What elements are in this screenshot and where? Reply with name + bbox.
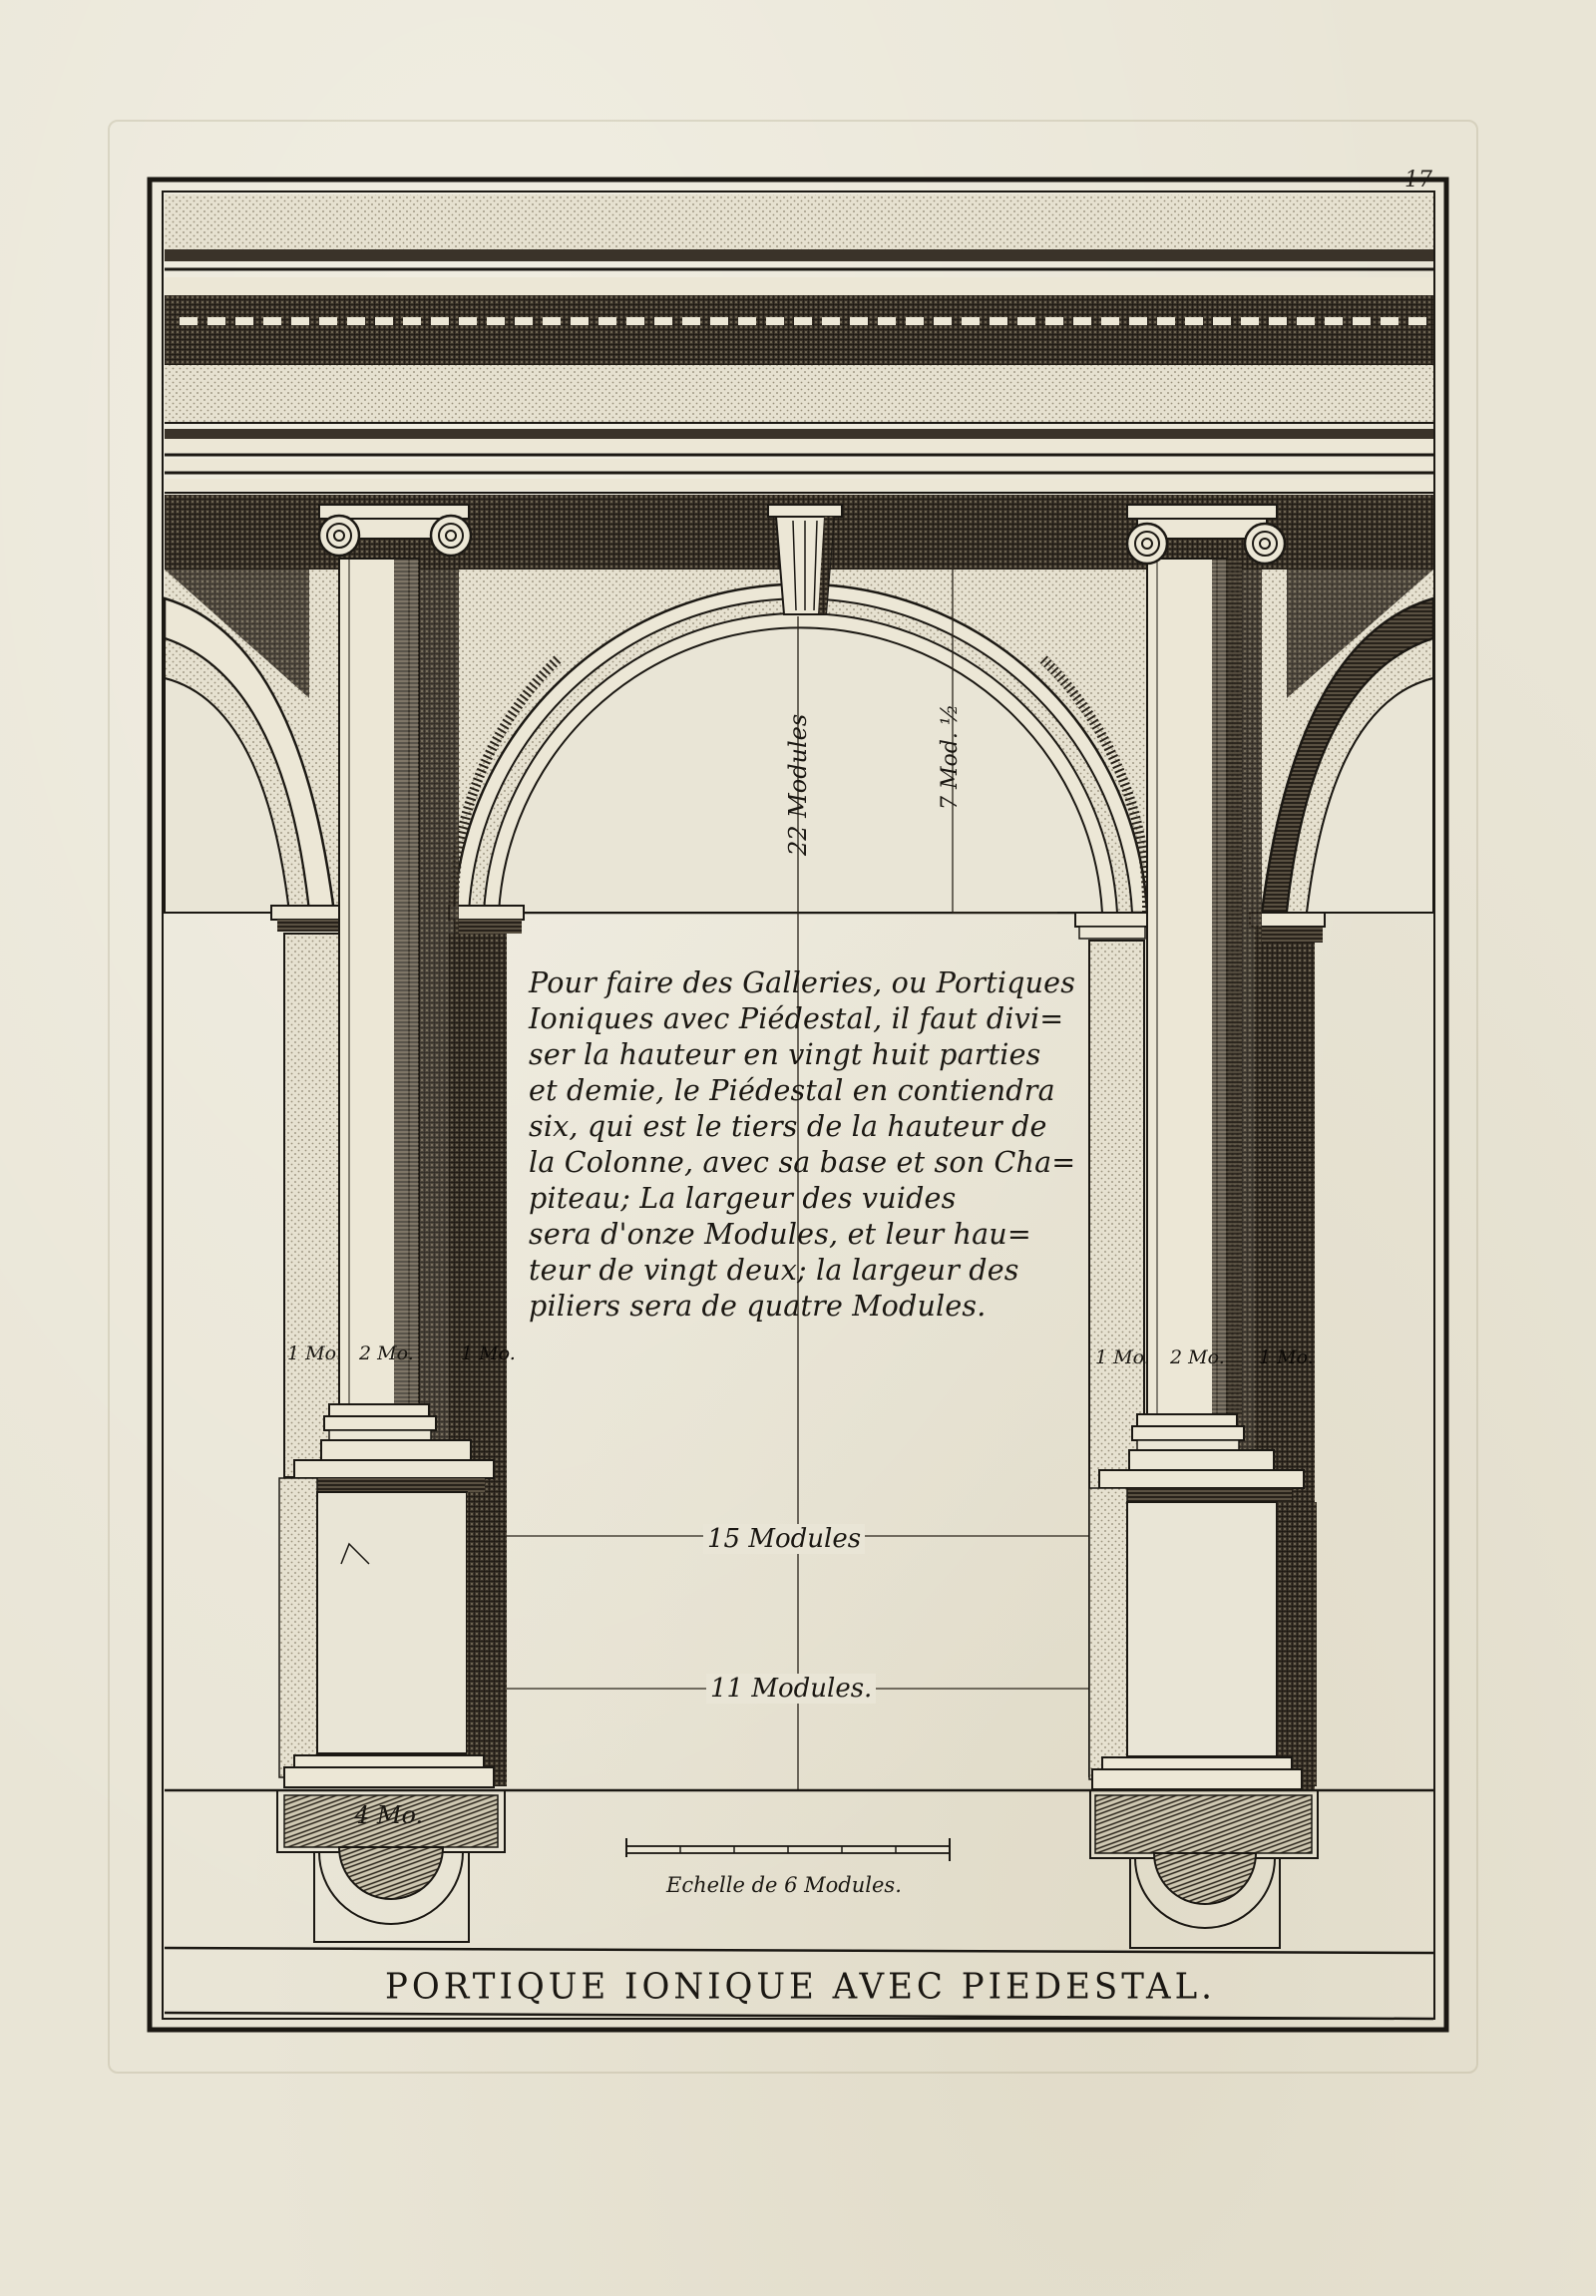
- description-line: la Colonne, avec sa base et son Cha=: [529, 1146, 1076, 1179]
- right-column-label-2: 2 Mo.: [1170, 1346, 1225, 1368]
- plate-title: PORTIQUE IONIQUE AVEC PIEDESTAL.: [385, 1966, 1216, 2008]
- pedestal-span-label: 15 Modules: [703, 1524, 866, 1554]
- right-column: [1125, 504, 1287, 1471]
- scale-bar-label: Echelle de 6 Modules.: [666, 1873, 902, 1897]
- description-line: sera d'onze Modules, et leur hau=: [529, 1218, 1031, 1251]
- keystone: [767, 504, 843, 615]
- left-column-label-3: 1 Mo.: [461, 1342, 516, 1364]
- description-line: ser la hauteur en vingt huit parties: [529, 1038, 1041, 1071]
- arch-rise-label: 7 Mod. ½: [938, 703, 963, 810]
- description-line: Ioniques avec Piédestal, il faut divi=: [529, 1002, 1064, 1035]
- plate-mark: [108, 120, 1478, 2074]
- volute-icon: [1243, 522, 1287, 566]
- left-plan-section: [276, 1789, 506, 1943]
- title-band: [164, 1946, 1434, 2021]
- left-pedestal: [278, 1459, 507, 1788]
- right-column-label-3: 1 Mo.: [1259, 1346, 1314, 1368]
- volute-icon: [317, 514, 361, 558]
- description-line: piteau; La largeur des vuides: [529, 1182, 957, 1215]
- description-line: piliers sera de quatre Modules.: [529, 1290, 987, 1323]
- left-column: [317, 504, 473, 1461]
- right-column-label-1: 1 Mo.: [1095, 1346, 1150, 1368]
- description-line: et demie, le Piédestal en contiendra: [529, 1074, 1055, 1107]
- left-partial-arch: [163, 570, 336, 915]
- left-column-label-2: 2 Mo.: [359, 1342, 414, 1364]
- impost-blocks: [270, 905, 1326, 943]
- description-line: teur de vingt deux; la largeur des: [529, 1254, 1019, 1287]
- volute-icon: [429, 514, 473, 558]
- opening-width-label: 11 Modules.: [706, 1674, 877, 1704]
- description-text: Pour faire des Galleries, ou Portiques I…: [529, 965, 1107, 1325]
- plate-border: [147, 177, 1449, 2033]
- pier-width-label: 4 Mo.: [354, 1801, 424, 1829]
- left-column-label-1: 1 Mo.: [287, 1342, 342, 1364]
- central-arch: [448, 582, 1153, 915]
- right-plan-section: [1089, 1789, 1319, 1949]
- volute-icon: [1125, 522, 1169, 566]
- right-partial-arch: [1260, 570, 1435, 915]
- description-line: six, qui est le tiers de la hauteur de: [529, 1110, 1047, 1143]
- entablature: [165, 194, 1433, 494]
- right-pedestal: [1088, 1469, 1317, 1790]
- scale-bar: [625, 1838, 951, 1861]
- arch-height-label: 22 Modules: [784, 713, 812, 856]
- description-line: Pour faire des Galleries, ou Portiques: [529, 966, 1076, 999]
